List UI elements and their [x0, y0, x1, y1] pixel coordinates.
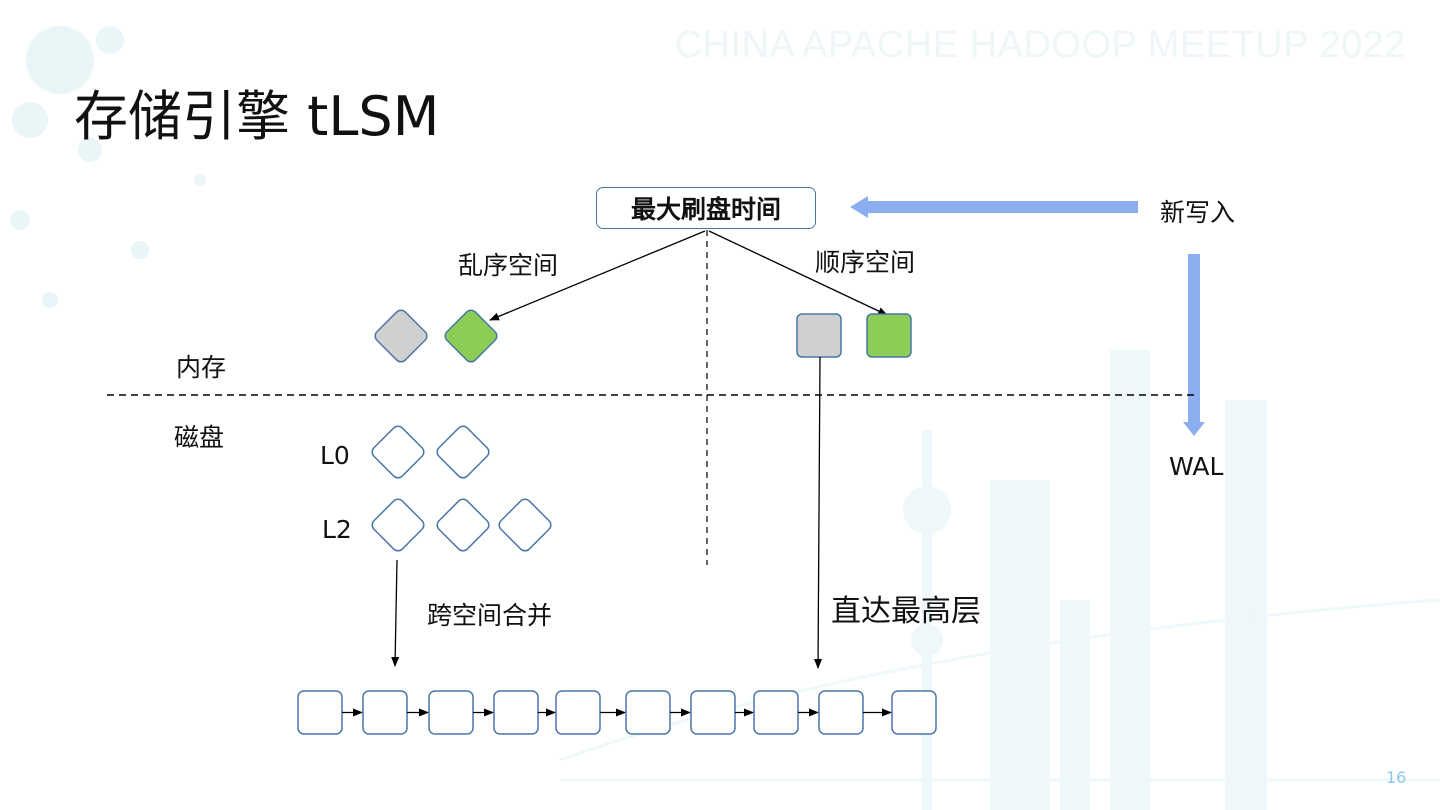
direct-to-top-arrow	[814, 356, 823, 669]
event-watermark: CHINA APACHE HADOOP MEETUP 2022	[674, 24, 1406, 66]
flush-to-unordered-arrow	[489, 230, 706, 321]
cross-space-merge-arrow	[391, 559, 400, 667]
memory-ordered-file-gray	[796, 313, 842, 358]
slide-title: 存储引擎 tLSM	[74, 85, 440, 148]
direct-to-top-label: 直达最高层	[831, 594, 981, 629]
cross-space-merge-label: 跨空间合并	[427, 601, 553, 630]
wal-label: WAL	[1169, 452, 1224, 481]
l0-file	[371, 425, 425, 479]
l2-file	[436, 498, 490, 552]
top-level-file	[753, 690, 799, 735]
top-level-file	[555, 690, 601, 735]
top-level-file	[818, 690, 864, 735]
new-write-label: 新写入	[1160, 198, 1236, 227]
top-level-file	[493, 690, 539, 735]
level2-label: L2	[322, 515, 352, 544]
l2-file	[498, 498, 552, 552]
top-level-file	[362, 690, 408, 735]
memory-label: 内存	[176, 353, 227, 382]
top-level-file	[428, 690, 474, 735]
new-write-to-wal-arrow	[1183, 254, 1205, 436]
top-level-file	[690, 690, 736, 735]
flush-to-ordered-arrow	[708, 230, 888, 316]
new-write-to-flush-arrow	[850, 196, 1138, 218]
level0-label: L0	[320, 441, 350, 470]
ordered-space-label: 顺序空间	[815, 248, 916, 277]
memory-unordered-file-green	[444, 309, 498, 363]
l2-file	[371, 498, 425, 552]
page-number: 16	[1386, 768, 1407, 787]
top-level-chain	[297, 690, 937, 735]
top-level-file	[891, 690, 937, 735]
disk-label: 磁盘	[174, 423, 225, 452]
unordered-space-label: 乱序空间	[458, 251, 559, 280]
memory-unordered-file-gray	[374, 309, 428, 363]
memory-ordered-file-green	[866, 313, 912, 358]
max-flush-time-box: 最大刷盘时间	[596, 187, 816, 229]
top-level-file	[625, 690, 671, 735]
l0-file	[436, 425, 490, 479]
top-level-file	[297, 690, 343, 735]
